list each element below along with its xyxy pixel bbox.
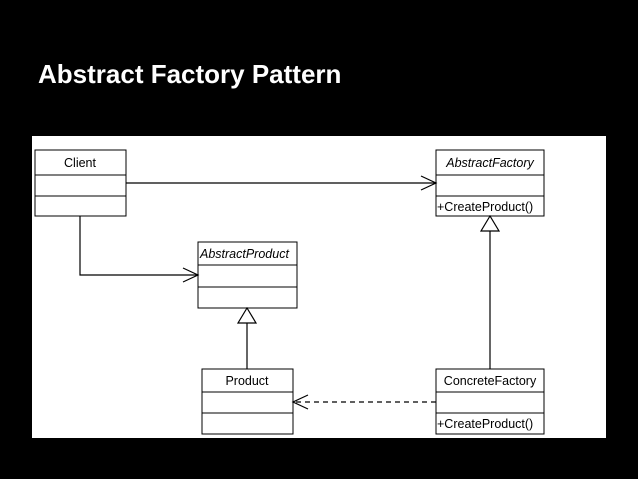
class-concrete-factory-name: ConcreteFactory [444,374,537,388]
class-concrete-factory-box [435,368,545,435]
uml-diagram-panel: Client AbstractFactory +CreateProduct() … [32,136,606,438]
class-abstract-product-box [197,241,298,309]
association-arrowhead [182,267,200,283]
class-product: Product [201,368,294,435]
class-abstract-product-name: AbstractProduct [199,247,289,261]
class-abstract-factory-name: AbstractFactory [445,156,534,170]
class-abstract-factory: AbstractFactory +CreateProduct() [435,149,545,217]
slide-title: Abstract Factory Pattern [38,59,342,89]
dependency-concrete-factory-product [291,394,436,410]
class-abstract-product: AbstractProduct [197,241,298,309]
class-abstract-factory-operation: +CreateProduct() [437,200,533,214]
class-client-box [34,149,127,217]
association-client-abstract-factory [126,175,438,191]
dependency-arrowhead [291,394,309,410]
generalization-concrete-factory-abstract-factory [479,214,501,369]
class-client-name: Client [64,156,96,170]
generalization-triangle [479,214,501,232]
association-arrowhead [420,175,438,191]
uml-class-diagram: Client AbstractFactory +CreateProduct() … [34,149,545,435]
class-product-name: Product [225,374,269,388]
generalization-triangle [236,306,258,324]
association-client-abstract-product [79,216,200,283]
generalization-product-abstract-product [236,306,258,369]
association-line [79,216,198,276]
class-concrete-factory: ConcreteFactory +CreateProduct() [435,368,545,435]
class-concrete-factory-operation: +CreateProduct() [437,417,533,431]
class-client: Client [34,149,127,217]
class-abstract-factory-box [435,149,545,217]
